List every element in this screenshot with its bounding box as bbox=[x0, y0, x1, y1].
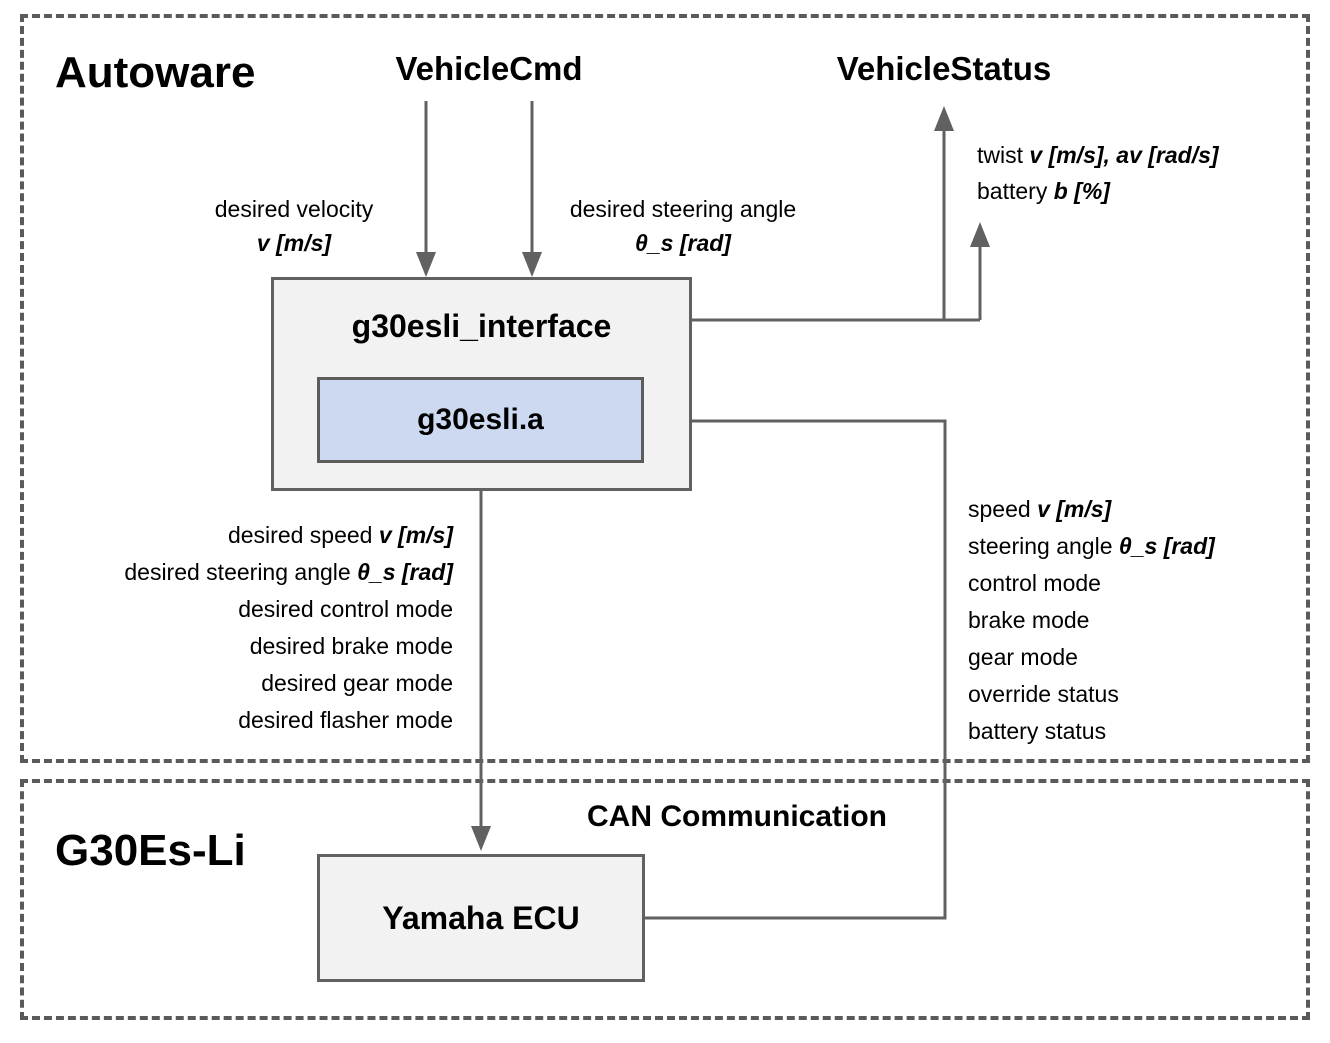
yamaha-ecu-node: Yamaha ECU bbox=[317, 854, 645, 982]
g30esli-interface-label: g30esli_interface bbox=[351, 308, 612, 344]
status-field-line: battery b [%] bbox=[977, 178, 1110, 204]
signal-line: control mode bbox=[968, 570, 1101, 596]
vehiclestatus-topic-title: VehicleStatus bbox=[836, 50, 1052, 87]
can-communication-label: CAN Communication bbox=[587, 800, 887, 833]
signal-line: desired gear mode bbox=[261, 670, 453, 696]
desired-velocity-text: desired velocity bbox=[214, 196, 374, 222]
desired-steering-unit: θ_s [rad] bbox=[635, 230, 731, 256]
signal-line: override status bbox=[968, 681, 1119, 707]
autoware-section-title: Autoware bbox=[55, 48, 256, 97]
status-field-line: twist v [m/s], av [rad/s] bbox=[977, 142, 1219, 168]
desired-velocity-label: desired velocity v [m/s] bbox=[164, 192, 424, 260]
signal-line: desired speed v [m/s] bbox=[227, 522, 453, 548]
g30esli-section-title: G30Es-Li bbox=[55, 826, 246, 875]
signal-line: desired flasher mode bbox=[238, 707, 453, 733]
desired-velocity-unit: v [m/s] bbox=[256, 230, 332, 256]
signal-line: gear mode bbox=[968, 644, 1078, 670]
signal-line: brake mode bbox=[968, 607, 1090, 633]
signal-line: steering angle θ_s [rad] bbox=[968, 533, 1215, 559]
g30esli-library-label: g30esli.a bbox=[417, 403, 544, 436]
signal-line: speed v [m/s] bbox=[968, 496, 1112, 522]
signal-line: battery status bbox=[968, 718, 1107, 744]
desired-steering-text: desired steering angle bbox=[569, 196, 797, 222]
yamaha-ecu-label: Yamaha ECU bbox=[382, 899, 580, 936]
signal-line: desired control mode bbox=[238, 596, 453, 622]
ecu-to-interface-signal-list: speed v [m/s] steering angle θ_s [rad] c… bbox=[968, 491, 1298, 750]
interface-to-ecu-signal-list: desired speed v [m/s] desired steering a… bbox=[40, 517, 453, 739]
g30esli-library-node: g30esli.a bbox=[317, 377, 644, 463]
signal-line: desired steering angle θ_s [rad] bbox=[124, 559, 453, 585]
vehiclecmd-topic-title: VehicleCmd bbox=[395, 50, 583, 87]
desired-steering-label: desired steering angle θ_s [rad] bbox=[538, 192, 828, 260]
vehicle-status-fields-label: twist v [m/s], av [rad/s] battery b [%] bbox=[977, 137, 1219, 209]
signal-line: desired brake mode bbox=[249, 633, 453, 659]
